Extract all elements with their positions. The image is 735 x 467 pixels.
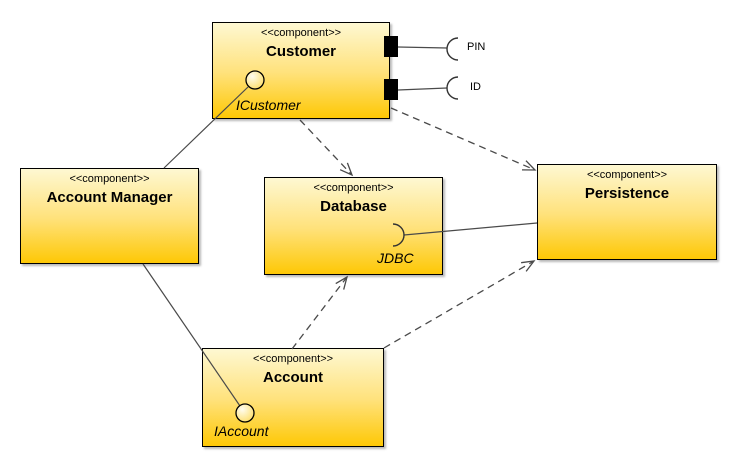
stereotype-label: <<component>> (252, 353, 334, 365)
component-name: Account Manager (46, 189, 173, 206)
component-name: Account (263, 369, 323, 386)
component-name: Customer (265, 43, 336, 60)
socket-id-icon (446, 76, 459, 100)
dependency-customer-to-database (299, 119, 354, 177)
stereotype-label: <<component>> (313, 182, 394, 194)
component-account-manager[interactable]: <<component>> Account Manager (20, 168, 199, 264)
dependency-customer-to-persistence (390, 107, 537, 171)
port-line-pin (397, 46, 448, 49)
component-name: Persistence (584, 185, 670, 202)
stereotype-label: <<component>> (586, 169, 668, 181)
stereotype-label: <<component>> (260, 27, 342, 39)
socket-pin-icon (446, 37, 459, 61)
dependency-account-to-database (291, 275, 349, 350)
component-account[interactable]: <<component>> Account (202, 348, 384, 447)
jdbc-label: JDBC (377, 250, 414, 266)
component-name: Database (320, 198, 387, 215)
port-line-id (397, 87, 448, 91)
component-persistence[interactable]: <<component>> Persistence (537, 164, 717, 260)
iaccount-label: IAccount (214, 423, 269, 439)
component-database[interactable]: <<component>> Database (264, 177, 443, 275)
pin-label: PIN (467, 41, 486, 53)
icustomer-label: ICustomer (236, 97, 301, 113)
stereotype-label: <<component>> (69, 173, 150, 185)
id-label: ID (470, 81, 481, 93)
